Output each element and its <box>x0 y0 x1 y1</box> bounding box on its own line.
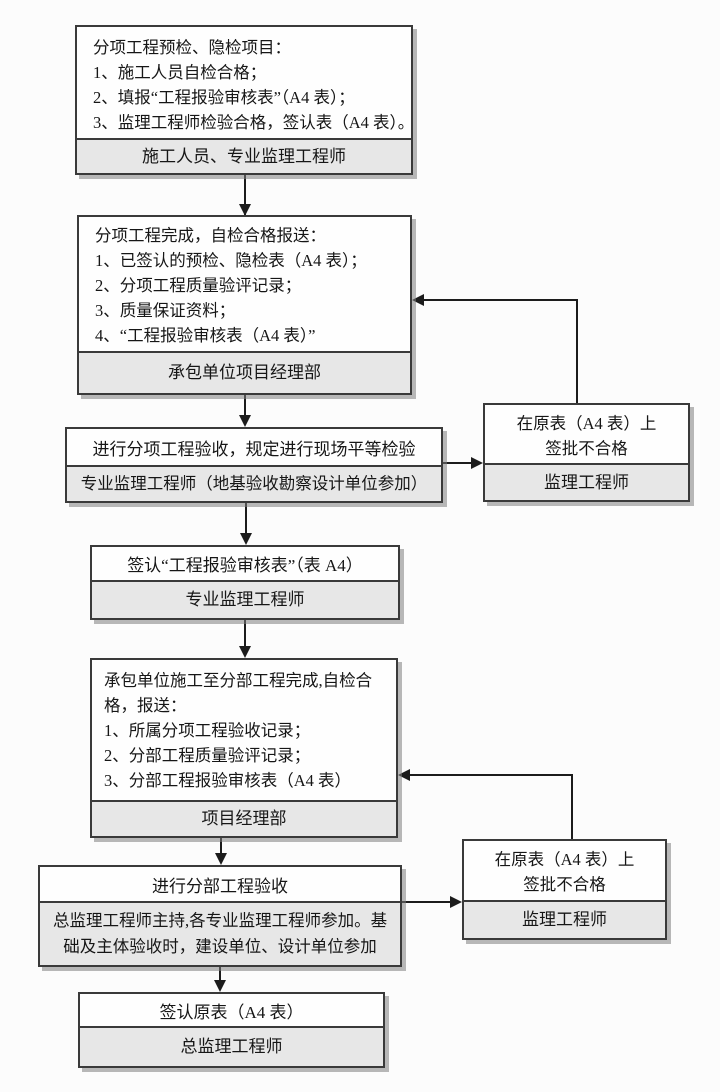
node-precheck: 分项工程预检、隐检项目： 1、施工人员自检合格； 2、填报“工程报验审核表”（A… <box>75 25 415 175</box>
node-sign-original-form-responsible: 总监理工程师 <box>80 1026 383 1066</box>
arrow-subdivision-complete-to-acceptance <box>215 838 227 865</box>
node-subdivision-acceptance-responsible: 总监理工程师主持,各专业监理工程师参加。基 础及主体验收时，建设单位、设计单位参… <box>40 901 400 965</box>
text-line: 3、质量保证资料； <box>95 301 236 320</box>
arrow-reject-subdivision-feedback <box>398 769 573 839</box>
footer-text: 专业监理工程师 <box>185 590 305 609</box>
node-subitem-complete: 分项工程完成，自检合格报送： 1、已签认的预检、隐检表（A4 表）； 2、分项工… <box>77 215 412 395</box>
footer-text: 总监理工程师 <box>180 1037 283 1056</box>
node-subdivision-acceptance-title: 进行分部工程验收 <box>152 876 288 896</box>
footer-text-line: 总监理工程师主持,各专业监理工程师参加。基 <box>52 911 388 930</box>
node-sign-review-form-title: 签认“工程报验审核表”（表 A4） <box>127 556 363 575</box>
text-line: 在原表（A4 表）上 <box>494 850 635 869</box>
node-precheck-body: 分项工程预检、隐检项目： 1、施工人员自检合格； 2、填报“工程报验审核表”（A… <box>77 27 415 138</box>
node-reject-subitem-responsible: 监理工程师 <box>485 463 688 500</box>
node-subitem-acceptance-title: 进行分项工程验收，规定进行现场平等检验 <box>92 439 416 459</box>
text-line: 签批不合格 <box>545 439 628 458</box>
text-line: 3、分部工程报验审核表（A4 表） <box>104 771 352 790</box>
arrow-sign-review-to-subdivision-complete <box>239 620 251 658</box>
footer-text: 监理工程师 <box>544 472 629 492</box>
arrow-subdivision-acceptance-to-sign-original <box>214 967 226 992</box>
text-line: 1、已签认的预检、隐检表（A4 表）； <box>95 251 367 270</box>
text-line: 格，报送： <box>104 696 187 715</box>
node-subdivision-acceptance: 进行分部工程验收 总监理工程师主持,各专业监理工程师参加。基 础及主体验收时，建… <box>38 865 402 967</box>
arrow-acceptance-to-sign-review <box>240 503 252 545</box>
text-line: 分项工程预检、隐检项目： <box>93 38 291 57</box>
footer-text: 承包单位项目经理部 <box>168 363 321 382</box>
arrow-subdivision-acceptance-to-reject <box>402 896 462 908</box>
text-line: 2、填报“工程报验审核表”（A4 表）； <box>93 88 355 107</box>
node-sign-review-form: 签认“工程报验审核表”（表 A4） 专业监理工程师 <box>90 545 400 620</box>
footer-text-line: 础及主体验收时，建设单位、设计单位参加 <box>63 937 377 956</box>
node-reject-subdivision-responsible: 监理工程师 <box>464 900 665 938</box>
text-line: 1、施工人员自检合格； <box>93 63 267 82</box>
node-subitem-complete-responsible: 承包单位项目经理部 <box>79 351 410 393</box>
node-subitem-acceptance: 进行分项工程验收，规定进行现场平等检验 专业监理工程师（地基验收勘察设计单位参加… <box>65 427 443 503</box>
node-reject-subitem: 在原表（A4 表）上 签批不合格 监理工程师 <box>483 403 690 502</box>
arrow-acceptance-to-reject-subitem <box>443 457 483 469</box>
text-line: 2、分部工程质量验评记录； <box>104 746 311 765</box>
text-line: 4、“工程报验审核表（A4 表）” <box>95 326 316 345</box>
arrow-reject-subitem-feedback <box>412 294 578 403</box>
node-subitem-acceptance-responsible: 专业监理工程师（地基验收勘察设计单位参加） <box>67 465 441 501</box>
arrow-subitem-complete-to-acceptance <box>239 395 251 427</box>
text-line: 签批不合格 <box>523 875 606 894</box>
node-reject-subdivision: 在原表（A4 表）上 签批不合格 监理工程师 <box>462 839 667 940</box>
node-subdivision-complete: 承包单位施工至分部工程完成,自检合 格，报送： 1、所属分项工程验收记录； 2、… <box>90 658 398 838</box>
footer-text: 监理工程师 <box>522 910 607 929</box>
footer-text: 专业监理工程师（地基验收勘察设计单位参加） <box>80 474 428 493</box>
node-subdivision-complete-body: 承包单位施工至分部工程完成,自检合 格，报送： 1、所属分项工程验收记录； 2、… <box>92 660 396 800</box>
node-reject-subdivision-body: 在原表（A4 表）上 签批不合格 <box>464 841 665 900</box>
text-line: 在原表（A4 表）上 <box>516 414 657 433</box>
footer-text: 施工人员、专业监理工程师 <box>142 146 346 166</box>
node-sign-review-form-responsible: 专业监理工程师 <box>92 580 398 618</box>
text-line: 分项工程完成，自检合格报送： <box>95 226 326 245</box>
node-precheck-responsible: 施工人员、专业监理工程师 <box>77 138 411 173</box>
text-line: 承包单位施工至分部工程完成,自检合 <box>104 671 373 690</box>
node-reject-subitem-body: 在原表（A4 表）上 签批不合格 <box>485 405 688 463</box>
footer-text: 项目经理部 <box>201 809 287 828</box>
node-subitem-complete-body: 分项工程完成，自检合格报送： 1、已签认的预检、隐检表（A4 表）； 2、分项工… <box>79 217 410 351</box>
text-line: 1、所属分项工程验收记录； <box>104 721 311 740</box>
node-sign-original-form-title: 签认原表（A4 表） <box>159 1002 304 1022</box>
node-sign-original-form: 签认原表（A4 表） 总监理工程师 <box>78 992 385 1068</box>
node-subdivision-complete-responsible: 项目经理部 <box>92 800 396 836</box>
text-line: 2、分项工程质量验评记录； <box>95 276 302 295</box>
text-line: 3、监理工程师检验合格，签认表（A4 表）。 <box>93 113 415 132</box>
